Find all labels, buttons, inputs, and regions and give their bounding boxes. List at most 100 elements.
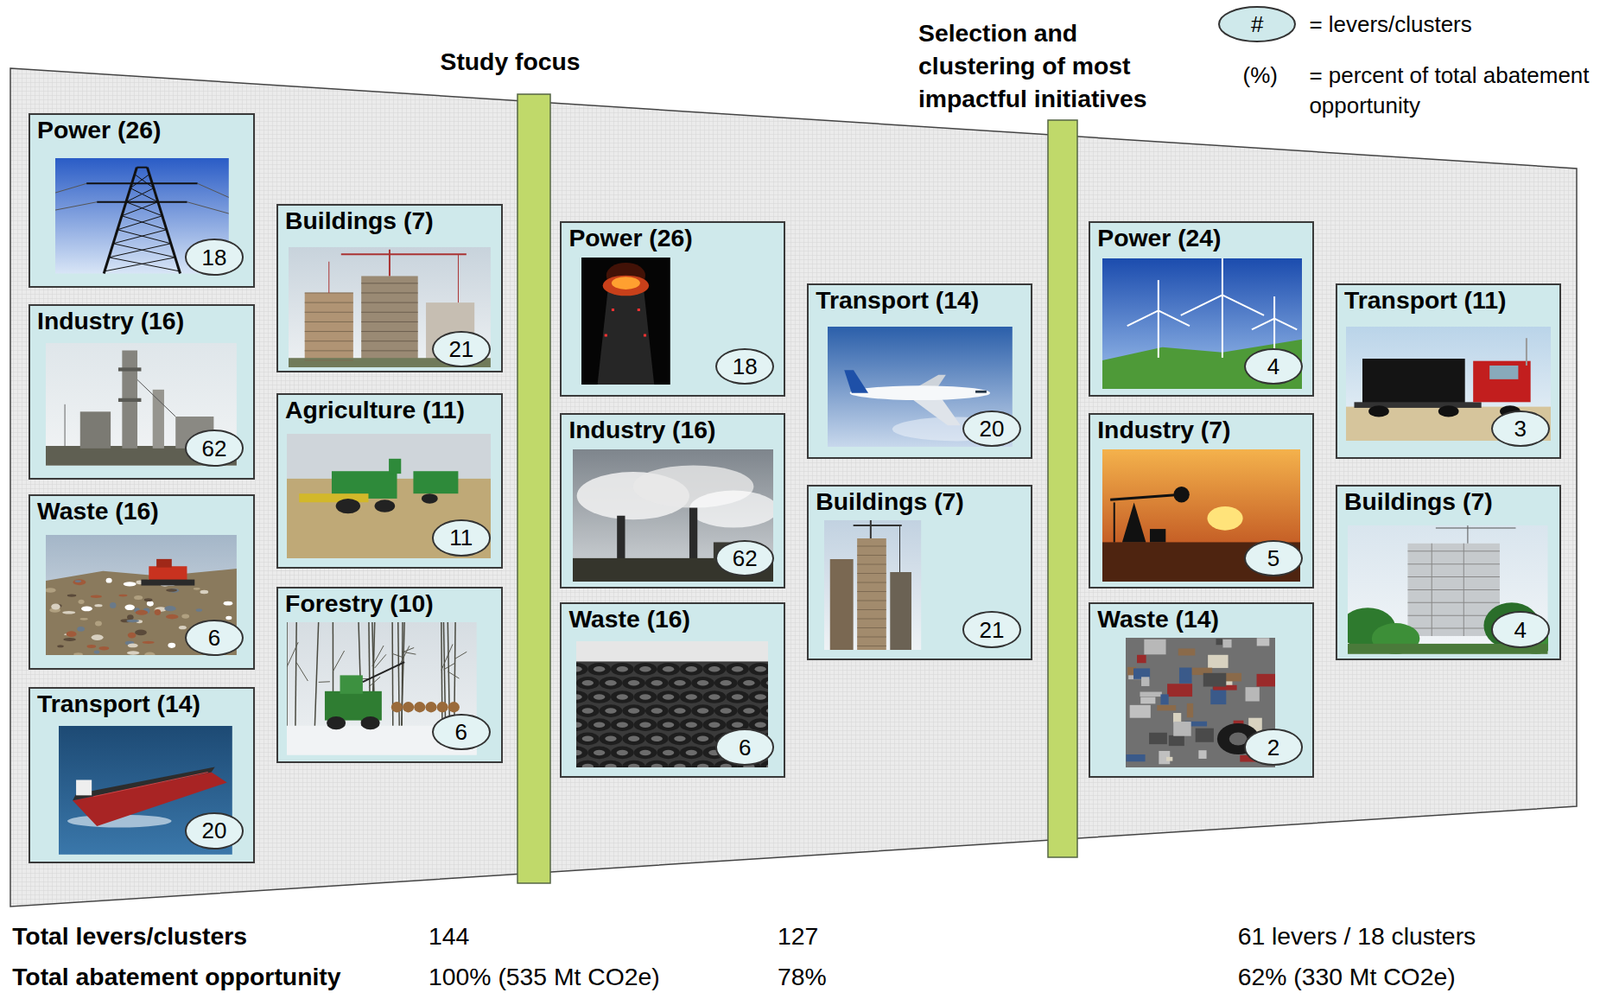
diagram-label: 61 levers / 18 clusters — [1238, 920, 1477, 951]
diagram-label: Study focus — [439, 46, 580, 77]
sector-box: Transport (14) 20 — [28, 686, 255, 864]
sector-title: Power (26) — [30, 114, 161, 145]
callout-number: 3 — [1514, 417, 1527, 440]
callout-number: 4 — [1267, 355, 1280, 378]
sector-title: Waste (16) — [30, 495, 159, 526]
diagram-label-holder: 127 — [777, 920, 819, 951]
sector-illustration — [824, 520, 921, 650]
callout-number: 4 — [1514, 618, 1527, 642]
diagram-label-holder: (%) — [1243, 62, 1278, 89]
diagram-label: Total abatement opportunity — [12, 961, 341, 991]
diagram-label-holder: 144 — [428, 920, 470, 951]
diagram-label: 127 — [777, 920, 819, 951]
count-ellipse: 21 — [962, 610, 1023, 648]
sector-box: Industry (16) 62 — [28, 304, 255, 480]
sector-illustration — [581, 257, 671, 386]
legend-text-holder: = percent of total abatement opportunity — [1308, 60, 1590, 122]
diagram-label: Selection and clustering of most impactf… — [918, 17, 1186, 115]
sector-box: Transport (14) 20 — [806, 283, 1033, 459]
count-ellipse: 2 — [1244, 728, 1304, 766]
sector-title: Forestry (10) — [278, 588, 434, 618]
diagram-label: Total levers/clusters — [12, 920, 248, 951]
diagram-label: 100% (535 Mt CO2e) — [428, 961, 661, 991]
callout-number: 18 — [202, 246, 228, 269]
sector-title: Waste (14) — [1090, 603, 1220, 634]
sector-title: Waste (16) — [561, 603, 691, 634]
sector-box: Transport (11) 3 — [1335, 283, 1562, 459]
count-ellipse: 4 — [1491, 610, 1551, 648]
sector-box: Power (26) 18 — [559, 221, 786, 397]
sector-box: Power (24) 4 — [1088, 221, 1315, 397]
count-ellipse: 3 — [1491, 410, 1551, 448]
count-ellipse: 20 — [184, 812, 245, 850]
sector-box: Buildings (7) 21 — [806, 484, 1033, 661]
diagram-label: (%) — [1243, 62, 1278, 89]
sector-box: Waste (16) 6 — [559, 602, 786, 778]
callout-number: 62 — [202, 437, 228, 460]
diagram-label-holder: 78% — [777, 961, 827, 991]
count-ellipse: 20 — [962, 410, 1023, 448]
diagram-label-holder: 100% (535 Mt CO2e) — [428, 961, 661, 991]
sector-box: Buildings (7) 4 — [1335, 484, 1562, 661]
diagram-label-holder: 61 levers / 18 clusters — [1238, 920, 1477, 951]
diagram-label-holder: Total abatement opportunity — [12, 961, 341, 991]
callout-number: 62 — [732, 546, 758, 570]
callout-number: 6 — [208, 626, 221, 649]
sector-title: Transport (11) — [1337, 285, 1506, 315]
funnel-shape — [10, 68, 1577, 907]
callout-number: 5 — [1267, 546, 1280, 570]
count-ellipse: 21 — [431, 330, 492, 369]
sector-box: Power (26) 18 — [28, 113, 255, 288]
sector-box: Waste (16) 6 — [28, 494, 255, 670]
sector-title: Buildings (7) — [808, 486, 965, 516]
stage-bar — [1047, 120, 1078, 858]
sector-box: Buildings (7) 21 — [276, 203, 503, 373]
count-ellipse: 18 — [715, 348, 775, 386]
legend-text-holder: = levers/clusters — [1308, 11, 1472, 39]
stage-bar — [517, 94, 551, 883]
diagram-label-holder: # — [1250, 11, 1264, 39]
sector-box: Agriculture (11) 11 — [276, 393, 503, 569]
callout-number: 11 — [449, 526, 473, 549]
callout-number: 21 — [448, 337, 474, 361]
sector-box: Industry (16) 62 — [559, 412, 786, 589]
count-ellipse: 6 — [715, 728, 775, 766]
diagram-label-holder: Selection and clustering of most impactf… — [918, 17, 1186, 115]
sector-box: Industry (7) 5 — [1088, 412, 1315, 589]
sector-title: Transport (14) — [30, 688, 201, 718]
sector-title: Power (24) — [1090, 222, 1221, 253]
legend-text: = levers/clusters — [1308, 11, 1472, 39]
callout-number: 18 — [732, 355, 758, 378]
diagram-label: 144 — [428, 920, 470, 951]
sector-title: Industry (16) — [561, 414, 716, 445]
callout-number: 2 — [1267, 736, 1280, 759]
callout-number: 6 — [455, 720, 468, 743]
callout-number: 20 — [979, 417, 1005, 440]
callout-number: 21 — [979, 618, 1005, 642]
sector-title: Buildings (7) — [278, 205, 434, 235]
callout-number: 20 — [202, 819, 228, 842]
sector-title: Agriculture (11) — [278, 394, 465, 425]
sector-box: Waste (14) 2 — [1088, 602, 1315, 778]
count-ellipse: 11 — [431, 519, 492, 557]
sector-title: Buildings (7) — [1337, 486, 1493, 516]
count-ellipse: 4 — [1244, 348, 1304, 386]
callout-number: 6 — [738, 736, 751, 759]
legend-ellipse — [1219, 6, 1296, 42]
diagram-label: # — [1250, 11, 1264, 39]
legend-text: = percent of total abatement opportunity — [1308, 60, 1590, 122]
sector-title: Industry (7) — [1090, 414, 1231, 445]
sector-title: Industry (16) — [30, 305, 185, 336]
sector-box: Forestry (10) 6 — [276, 586, 503, 763]
count-ellipse: 18 — [184, 238, 245, 276]
count-ellipse: 62 — [184, 429, 245, 467]
diagram-label-holder: Study focus — [439, 46, 580, 77]
diagram-label-holder: 62% (330 Mt CO2e) — [1238, 961, 1456, 991]
count-ellipse: 6 — [431, 713, 492, 751]
diagram-label-holder: Total levers/clusters — [12, 920, 248, 951]
diagram-label: 62% (330 Mt CO2e) — [1238, 961, 1456, 991]
sector-title: Power (26) — [561, 222, 693, 253]
sector-title: Transport (14) — [808, 285, 979, 315]
